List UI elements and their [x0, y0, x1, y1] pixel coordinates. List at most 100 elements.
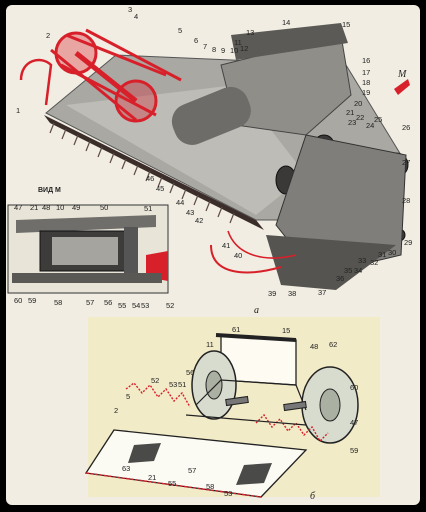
cutter-teeth [49, 122, 235, 224]
cutter-bar [44, 115, 264, 230]
callout-15: 15 [342, 20, 350, 29]
diagram-sheet: М 1 2 3 4 5 6 7 8 9 10 11 12 13 14 15 16… [6, 5, 420, 505]
main-callouts: 1 2 3 4 5 6 7 8 9 10 11 12 13 14 15 16 1… [16, 5, 412, 316]
platform-red-edge [85, 472, 262, 498]
springs [225, 395, 307, 412]
inset-post [124, 227, 138, 282]
callout-i53: 53 [141, 301, 149, 310]
callout-40: 40 [234, 251, 242, 260]
callout-35: 35 [344, 266, 352, 275]
callout-18: 18 [362, 78, 370, 87]
callout-16: 16 [362, 56, 370, 65]
callout-s59: 59 [350, 446, 358, 455]
callout-14: 14 [282, 18, 290, 27]
callout-i49: 49 [72, 203, 80, 212]
callout-s53b: 53 [224, 489, 232, 498]
callout-27: 27 [402, 158, 410, 167]
callout-34: 34 [354, 266, 362, 275]
figure-label-b: б [310, 491, 316, 502]
plate-right [236, 463, 272, 485]
callout-s60: 60 [350, 383, 358, 392]
callout-8: 8 [212, 45, 216, 54]
callout-31: 31 [378, 250, 386, 259]
callout-6: 6 [194, 36, 198, 45]
reel [50, 28, 182, 123]
schematic-callouts: 61 15 11 48 62 56 52 53 51 5 2 60 47 59 … [114, 325, 358, 502]
callout-28: 28 [402, 196, 410, 205]
inset-floor [12, 273, 162, 283]
callout-s11: 11 [206, 340, 214, 349]
callout-i59: 59 [28, 296, 36, 305]
callout-i47: 47 [14, 203, 22, 212]
callout-36: 36 [336, 274, 344, 283]
callout-33: 33 [358, 256, 366, 265]
red-chain-left [125, 382, 191, 408]
callout-i60: 60 [14, 296, 22, 305]
inset-window-inner [52, 237, 118, 265]
callout-46: 46 [146, 174, 154, 183]
inset-callouts: 47 21 48 10 49 50 51 52 53 54 55 56 57 5… [14, 203, 174, 310]
inset-rail [16, 215, 156, 233]
callout-i55: 55 [118, 301, 126, 310]
skid [210, 244, 282, 274]
callout-13: 13 [246, 28, 254, 37]
callout-2: 2 [46, 31, 50, 40]
callout-s57: 57 [188, 466, 196, 475]
callout-32: 32 [370, 258, 378, 267]
red-chain-right [255, 413, 329, 443]
callout-41: 41 [222, 241, 230, 250]
callout-s62: 62 [329, 340, 337, 349]
callout-29: 29 [404, 238, 412, 247]
callout-42: 42 [195, 216, 203, 225]
callout-30: 30 [388, 248, 396, 257]
callout-i58: 58 [54, 298, 62, 307]
callout-17: 17 [362, 68, 370, 77]
inset-view-m: ВИД М [7, 187, 169, 294]
diagram-svg: М 1 2 3 4 5 6 7 8 9 10 11 12 13 14 15 16… [7, 5, 412, 502]
callout-s47: 47 [350, 418, 358, 427]
callout-5: 5 [178, 26, 182, 35]
callout-3: 3 [128, 5, 132, 14]
plate-left [128, 443, 161, 463]
callout-45: 45 [156, 184, 164, 193]
callout-25: 25 [374, 115, 382, 124]
callout-10: 10 [230, 46, 238, 55]
callout-9: 9 [221, 46, 225, 55]
callout-39: 39 [268, 289, 276, 298]
auger-drum [171, 86, 251, 145]
callout-s53: 53 [169, 380, 177, 389]
callout-i10: 10 [56, 203, 64, 212]
left-tire-hub [205, 370, 223, 400]
callout-i50: 50 [100, 203, 108, 212]
callout-23: 23 [348, 118, 356, 127]
arrow-m-label: М [397, 69, 407, 80]
callout-11: 11 [234, 38, 242, 47]
callout-21: 21 [346, 108, 354, 117]
callout-s48: 48 [310, 342, 318, 351]
arrow-m [394, 79, 410, 95]
callout-s61: 61 [232, 325, 240, 334]
callout-i48: 48 [42, 203, 50, 212]
callout-s51: 51 [178, 380, 186, 389]
callout-i56: 56 [104, 298, 112, 307]
callout-43: 43 [186, 208, 194, 217]
feeder-top [231, 23, 348, 60]
callout-1: 1 [16, 106, 20, 115]
callout-i21: 21 [30, 203, 38, 212]
callout-38: 38 [288, 289, 296, 298]
callout-s5: 5 [126, 392, 130, 401]
inset-caption: ВИД М [38, 187, 61, 194]
cover-roller [215, 333, 297, 342]
callout-7: 7 [203, 42, 207, 51]
callout-37: 37 [318, 288, 326, 297]
figure-label-a: а [254, 305, 259, 316]
callout-44: 44 [176, 198, 184, 207]
reel-arm [19, 58, 53, 106]
header-machine: М [19, 23, 410, 290]
callout-s55: 55 [168, 479, 176, 488]
callout-i52: 52 [166, 301, 174, 310]
callout-19: 19 [362, 88, 370, 97]
callout-s56: 56 [186, 368, 194, 377]
callout-s15: 15 [282, 326, 290, 335]
callout-s52: 52 [151, 376, 159, 385]
